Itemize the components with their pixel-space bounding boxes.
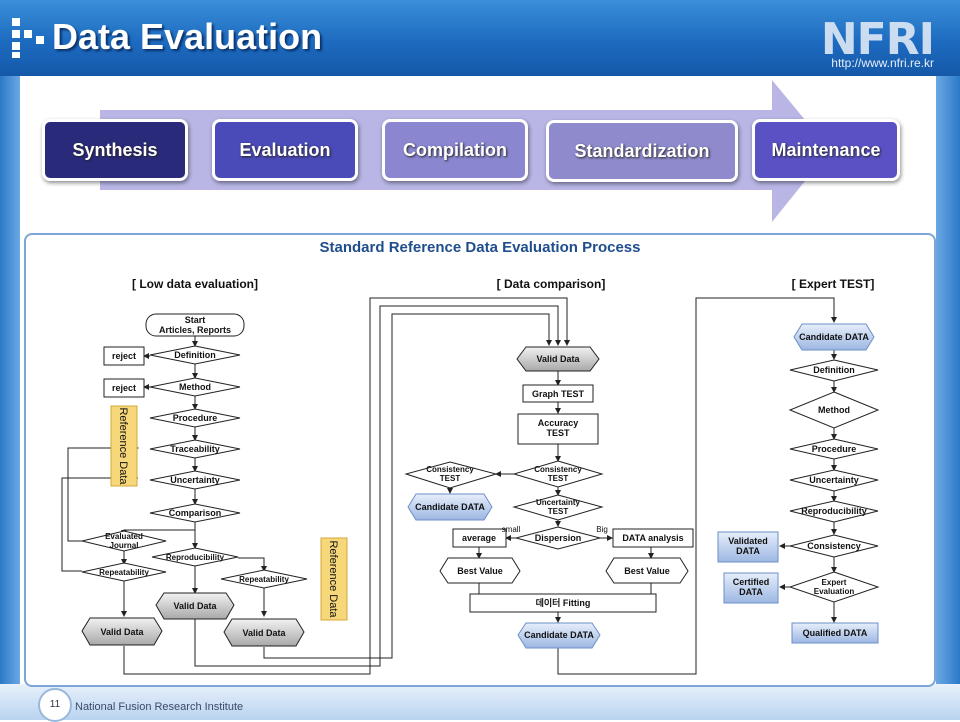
node-repeatability-1: Repeatability — [99, 568, 149, 577]
brand-logo: NFRI — [820, 14, 935, 65]
node-valid-data-comp: Valid Data — [536, 354, 580, 364]
evaluation-process-diagram: Standard Reference Data Evaluation Proce… — [24, 233, 936, 687]
node-candidate-data-left: Candidate DATA — [415, 502, 485, 512]
node-valid-data-2: Valid Data — [173, 601, 217, 611]
column-label-comparison: [ Data comparison] — [497, 277, 606, 291]
node-dispersion: Dispersion — [535, 533, 582, 543]
page-number: 11 — [38, 688, 72, 722]
slide-header: Data Evaluation NFRI http://www.nfri.re.… — [0, 0, 960, 76]
node-expert-method: Method — [818, 405, 850, 415]
node-repeatability-2: Repeatability — [239, 575, 289, 584]
node-accuracy-l2: TEST — [546, 428, 570, 438]
node-reject-1: reject — [112, 351, 136, 361]
node-best-value-2: Best Value — [624, 566, 670, 576]
node-consistency-center-l2: TEST — [548, 474, 569, 483]
node-consistency-left-l2: TEST — [440, 474, 461, 483]
node-qualified-data: Qualified DATA — [803, 628, 868, 638]
node-data-fitting: 데이터 Fitting — [536, 597, 591, 608]
node-data-analysis: DATA analysis — [622, 533, 683, 543]
label-small: small — [502, 525, 521, 534]
brand-url: http://www.nfri.re.kr — [831, 56, 934, 70]
footer-institute: National Fusion Research Institute — [75, 701, 244, 713]
node-validated-l1: Validated — [728, 536, 768, 546]
node-expert-definition: Definition — [813, 365, 855, 375]
node-validated-l2: DATA — [736, 546, 760, 556]
node-expert-reproducibility: Reproducibility — [801, 506, 867, 516]
node-start-l1: Start — [185, 315, 206, 325]
flowchart-svg: Standard Reference Data Evaluation Proce… — [61, 239, 880, 675]
page-title: Data Evaluation — [52, 16, 323, 57]
stage-compilation-label: Compilation — [403, 139, 507, 160]
stage-synthesis: Synthesis — [42, 119, 188, 181]
frame-left — [0, 76, 20, 686]
stage-evaluation-label: Evaluation — [239, 139, 331, 160]
frame-right — [936, 76, 960, 686]
node-reference-data-1: Reference Data — [117, 407, 129, 485]
node-expert-evaluation-l1: Expert — [822, 578, 847, 587]
node-reject-2: reject — [112, 383, 136, 393]
stage-synthesis-label: Synthesis — [72, 139, 158, 160]
node-procedure: Procedure — [173, 413, 218, 423]
node-reproducibility: Reproducibility — [166, 553, 225, 562]
node-expert-evaluation-l2: Evaluation — [814, 587, 855, 596]
node-candidate-data-comp: Candidate DATA — [524, 630, 594, 640]
node-reference-data-2: Reference Data — [327, 540, 339, 618]
bracket-logo-icon — [12, 18, 44, 58]
node-candidate-data-expert: Candidate DATA — [799, 332, 869, 342]
node-comparison: Comparison — [169, 508, 222, 518]
node-uncertainty-test-l1: Uncertainty — [536, 498, 581, 507]
node-accuracy-l1: Accuracy — [538, 418, 579, 428]
stage-standardization: Standardization — [546, 120, 738, 182]
node-expert-consistency: Consistency — [807, 541, 861, 551]
node-valid-data-3: Valid Data — [242, 628, 286, 638]
node-best-value-1: Best Value — [457, 566, 503, 576]
node-certified-l2: DATA — [739, 587, 763, 597]
node-uncertainty-test-l2: TEST — [548, 507, 569, 516]
node-certified-l1: Certified — [733, 577, 770, 587]
node-start-l2: Articles, Reports — [159, 325, 231, 335]
stage-maintenance-label: Maintenance — [771, 139, 881, 160]
column-label-low: [ Low data evaluation] — [132, 277, 258, 291]
node-graph-test: Graph TEST — [532, 389, 585, 399]
diagram-title: Standard Reference Data Evaluation Proce… — [320, 239, 641, 256]
node-uncertainty: Uncertainty — [170, 475, 220, 485]
node-method: Method — [179, 382, 211, 392]
node-expert-procedure: Procedure — [812, 444, 857, 454]
node-valid-data-1: Valid Data — [100, 627, 144, 637]
node-evaluated-l2: Journal — [110, 541, 139, 550]
node-definition: Definition — [174, 350, 216, 360]
footer-bar — [0, 684, 960, 720]
stage-evaluation: Evaluation — [212, 119, 358, 181]
node-consistency-left-l1: Consistency — [426, 465, 474, 474]
node-consistency-center-l1: Consistency — [534, 465, 582, 474]
label-big: Big — [596, 525, 608, 534]
node-traceability: Traceability — [170, 444, 220, 454]
node-evaluated-l1: Evaluated — [105, 532, 143, 541]
column-label-expert: [ Expert TEST] — [792, 277, 875, 291]
stage-maintenance: Maintenance — [752, 119, 900, 181]
stage-compilation: Compilation — [382, 119, 528, 181]
stage-standardization-label: Standardization — [574, 140, 710, 161]
node-average: average — [462, 533, 496, 543]
node-expert-uncertainty: Uncertainty — [809, 475, 859, 485]
